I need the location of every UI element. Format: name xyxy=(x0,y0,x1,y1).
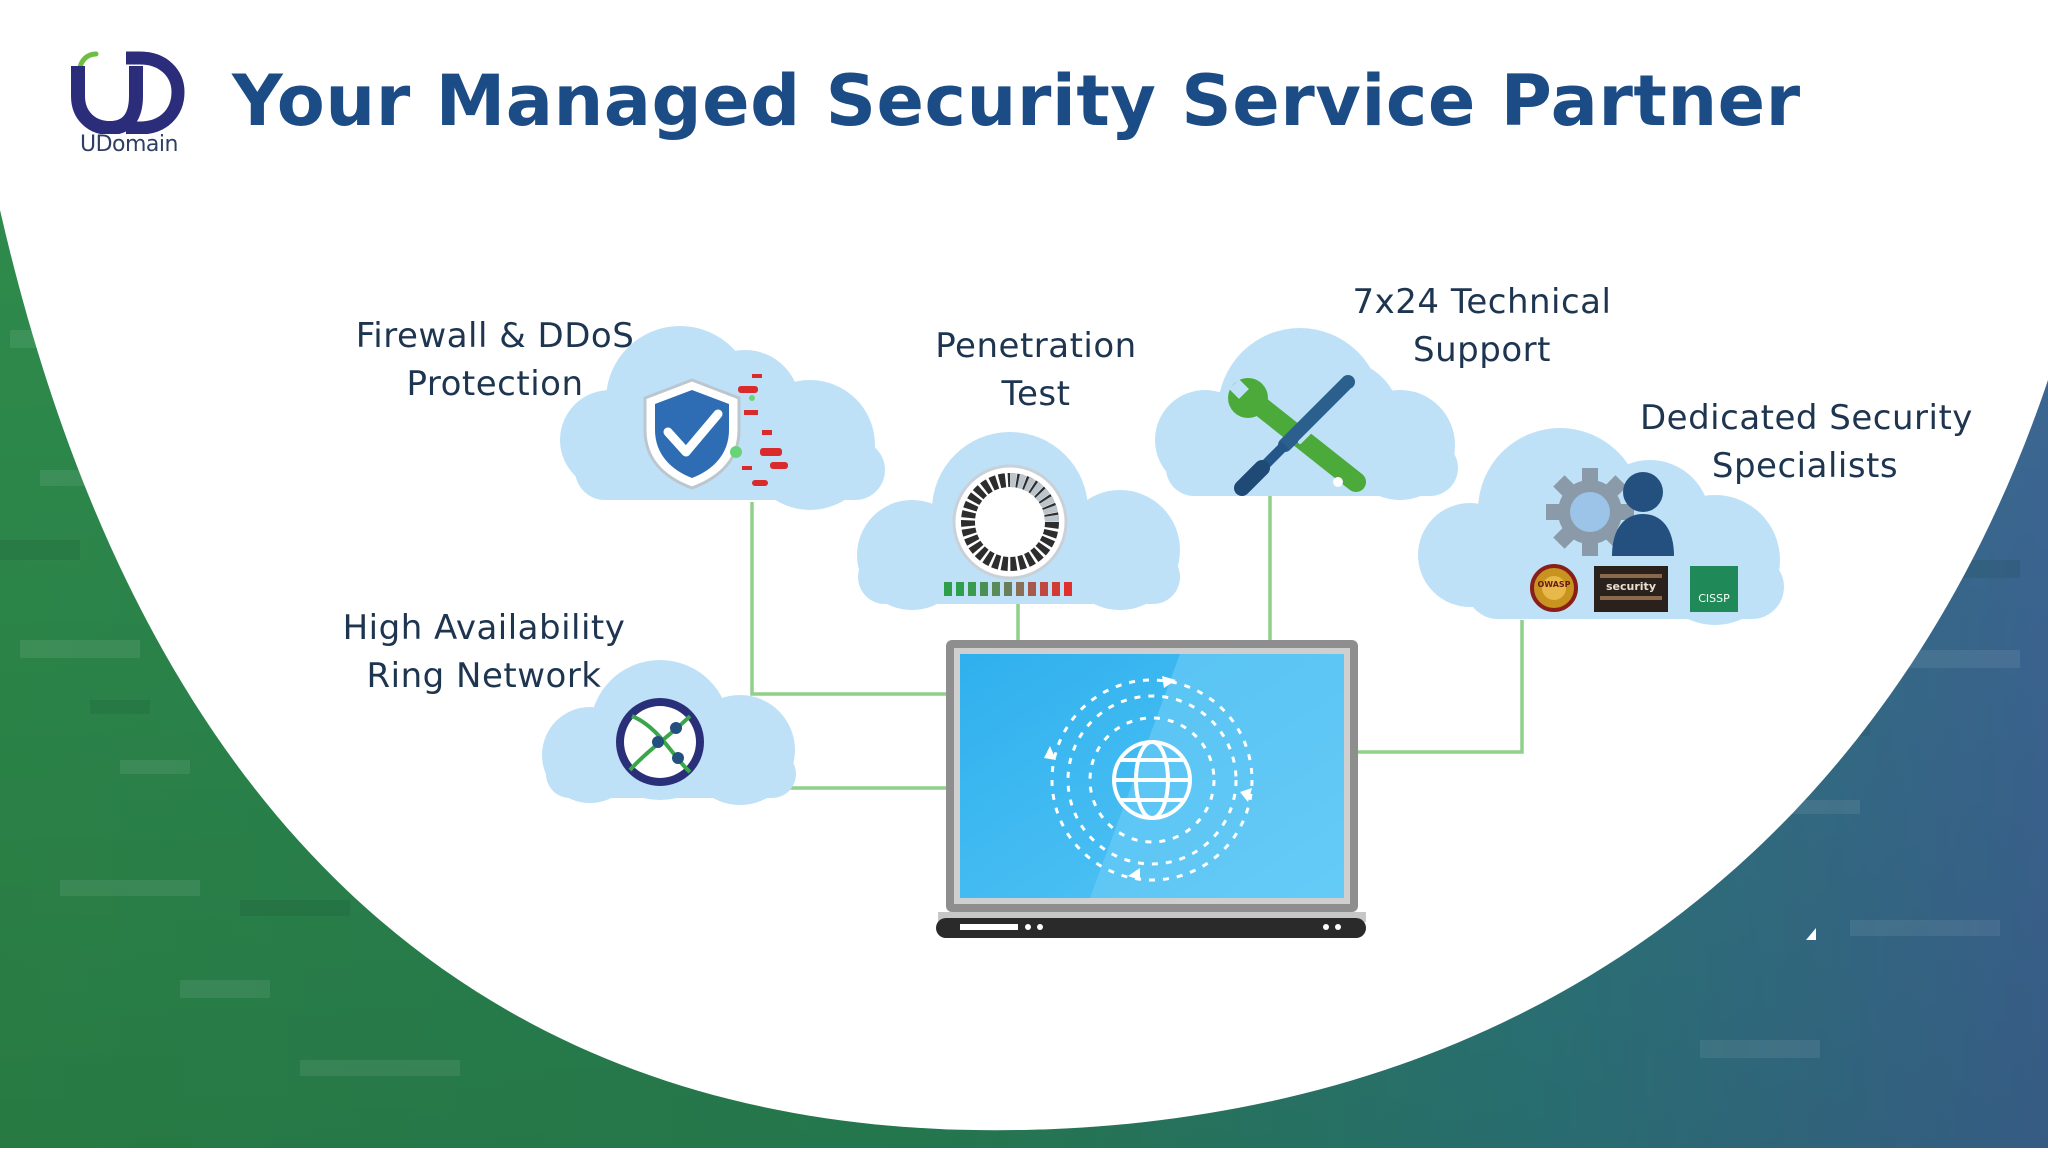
cloud-firewall xyxy=(560,326,885,510)
tools-icon xyxy=(1228,375,1366,496)
ring-network-icon xyxy=(616,698,704,786)
globe-icon xyxy=(1112,740,1192,820)
label-specialists: Dedicated Security Specialists xyxy=(1640,398,1973,486)
connector-specialists xyxy=(1356,620,1524,754)
badge-cissp xyxy=(1690,566,1738,612)
label-support: 7x24 Technical Support xyxy=(1352,282,1612,370)
page-title: Your Managed Security Service Partner xyxy=(232,60,1801,142)
badge-cissp-text: CISSP xyxy=(1698,592,1730,605)
connector-lines xyxy=(750,496,1524,790)
scan-gauge-icon xyxy=(944,464,1072,596)
udomain-logo xyxy=(71,51,185,134)
cert-badges xyxy=(1530,564,1738,612)
label-pentest: Penetration Test xyxy=(935,326,1137,414)
label-ring-network: High Availability Ring Network xyxy=(342,608,626,696)
laptop xyxy=(936,640,1366,938)
cloud-support xyxy=(1155,328,1458,500)
shield-check-icon xyxy=(643,374,788,490)
badge-security-text: security xyxy=(1606,580,1656,593)
badge-security xyxy=(1594,566,1668,612)
connector-firewall xyxy=(750,502,948,696)
label-firewall: Firewall & DDoS Protection xyxy=(355,316,635,404)
badge-owasp-text: OWASP xyxy=(1537,580,1571,589)
logo-wordmark: UDomain xyxy=(80,132,178,157)
